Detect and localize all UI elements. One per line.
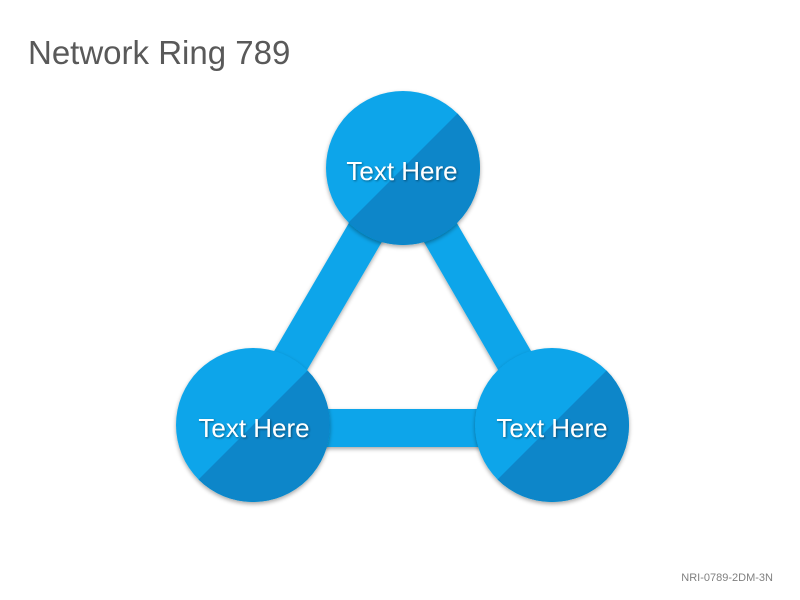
node-top-shade <box>326 91 480 245</box>
footer-code: NRI-0789-2DM-3N <box>681 572 773 584</box>
node-bottom-left <box>176 348 330 502</box>
node-bottom-right <box>475 348 629 502</box>
node-bottom-left-shade <box>176 348 330 502</box>
node-bottom-right-shade <box>475 348 629 502</box>
page-title: Network Ring 789 <box>28 34 291 71</box>
node-top-label: Text Here <box>346 156 457 186</box>
node-bottom-right-label: Text Here <box>496 413 607 443</box>
node-bottom-left-label: Text Here <box>198 413 309 443</box>
node-top <box>326 91 480 245</box>
